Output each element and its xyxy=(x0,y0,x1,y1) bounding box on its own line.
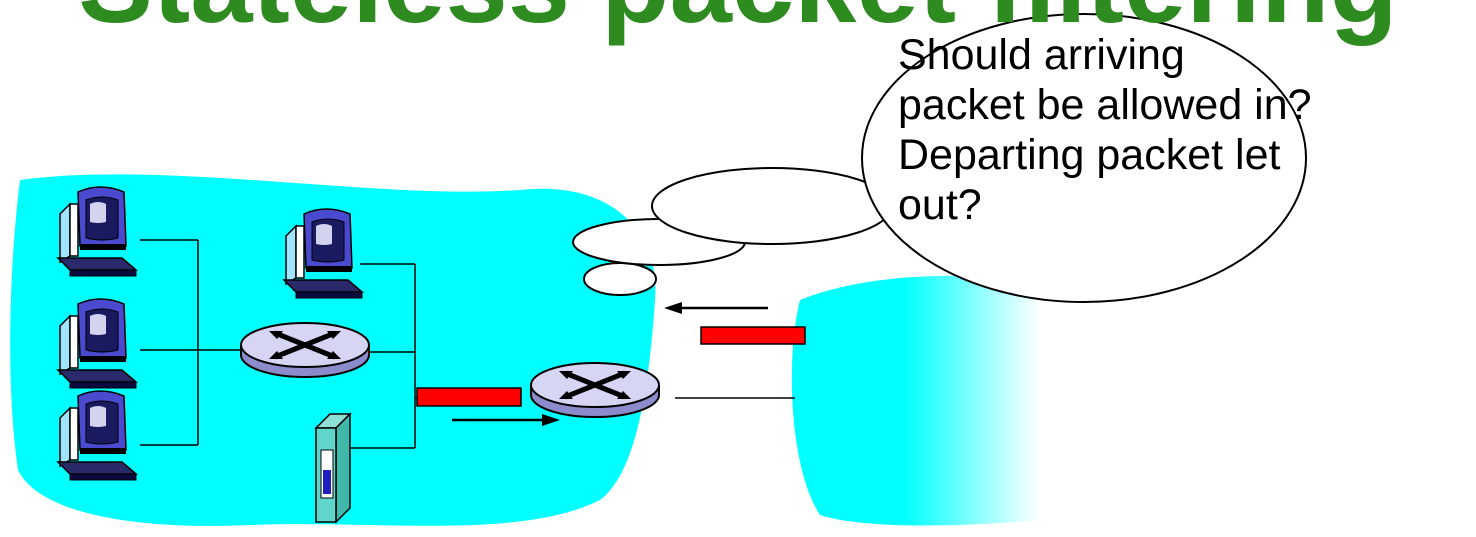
internal-router-icon xyxy=(241,323,369,377)
bubble-line: out? xyxy=(898,180,1438,230)
bubble-line: packet be allowed in? xyxy=(898,80,1438,130)
thought-bubble-large xyxy=(652,168,892,244)
thought-bubble-small xyxy=(584,263,656,295)
thought-bubble-text: Should arriving packet be allowed in? De… xyxy=(898,30,1438,230)
arrow-arriving-icon xyxy=(664,302,768,314)
firewall-router-icon xyxy=(531,363,659,417)
bubble-line: Should arriving xyxy=(898,30,1438,80)
bubble-line: Departing packet let xyxy=(898,130,1438,180)
departing-packet xyxy=(417,388,521,406)
arriving-packet xyxy=(701,327,805,344)
server-icon xyxy=(316,414,350,522)
public-internet-cloud xyxy=(792,276,1040,526)
